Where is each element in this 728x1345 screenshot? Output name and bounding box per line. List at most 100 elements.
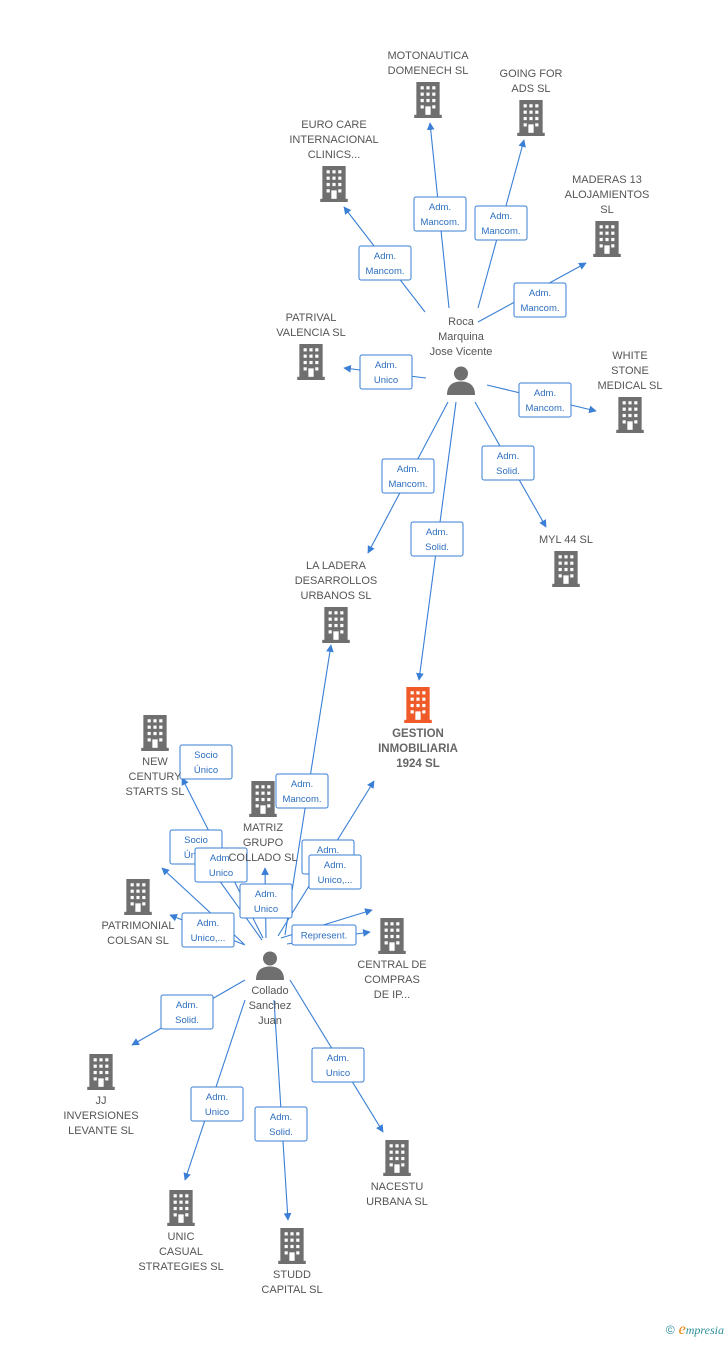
node-label: STRATEGIES SL bbox=[138, 1261, 223, 1273]
node-label: URBANOS SL bbox=[301, 590, 372, 602]
role-label-box bbox=[160, 994, 214, 1030]
building-icon bbox=[87, 1054, 115, 1090]
building-icon bbox=[593, 221, 621, 257]
node-label: DESARROLLOS bbox=[295, 575, 378, 587]
role-label-roca-motonautica[interactable]: Adm.Mancom. bbox=[413, 196, 467, 232]
role-label-text: Solid. bbox=[269, 1127, 293, 1138]
role-label-roca-ladera[interactable]: Adm.Mancom. bbox=[381, 458, 435, 494]
role-label-collado-jj[interactable]: Adm.Solid. bbox=[160, 994, 214, 1030]
node-label: ALOJAMIENTOS bbox=[565, 189, 650, 201]
role-label-text: Adm. bbox=[327, 1053, 349, 1064]
brand-name: mpresia bbox=[685, 1323, 724, 1337]
role-label-collado-newcentury[interactable]: Adm. Unico bbox=[194, 847, 248, 883]
node-label: MEDICAL SL bbox=[597, 380, 662, 392]
role-label-box bbox=[410, 521, 464, 557]
role-label-text: Adm. bbox=[490, 211, 512, 222]
node-label: CENTURY bbox=[129, 771, 183, 783]
footer-brand[interactable]: ©empresia bbox=[666, 1321, 724, 1339]
role-label-collado-colsan[interactable]: Adm.Unico,... bbox=[181, 912, 235, 948]
role-label-collado-studd[interactable]: Adm.Solid. bbox=[254, 1106, 308, 1142]
node-label: ADS SL bbox=[511, 83, 550, 95]
node-label: DOMENECH SL bbox=[388, 65, 469, 77]
role-label-text: Solid. bbox=[175, 1015, 199, 1026]
role-label-text: Unico bbox=[205, 1107, 229, 1118]
node-label: PATRIMONIAL bbox=[102, 920, 175, 932]
node-ladera[interactable]: LA LADERA DESARROLLOS URBANOS SL bbox=[295, 560, 378, 643]
building-icon bbox=[414, 82, 442, 118]
building-icon bbox=[124, 879, 152, 915]
role-label-box bbox=[381, 458, 435, 494]
node-label: MADERAS 13 bbox=[572, 174, 642, 186]
node-label: STUDD bbox=[273, 1269, 311, 1281]
role-label-collado-ladera[interactable]: Adm.Mancom. bbox=[275, 773, 329, 809]
role-label-text: Adm. bbox=[317, 845, 339, 856]
role-label-collado-unic[interactable]: Adm.Unico bbox=[190, 1086, 244, 1122]
node-label: MYL 44 SL bbox=[539, 534, 593, 546]
role-label-box bbox=[513, 282, 567, 318]
node-eurocare[interactable]: EURO CAREINTERNACIONALCLINICS... bbox=[289, 119, 379, 202]
role-label-roca-goingfor[interactable]: Adm.Mancom. bbox=[474, 205, 528, 241]
node-label: STONE bbox=[611, 365, 649, 377]
node-label: LA LADERA bbox=[306, 560, 367, 572]
node-label: COMPRAS bbox=[364, 974, 420, 986]
role-label-text: Adm. bbox=[426, 527, 448, 538]
role-label-text: Adm. bbox=[255, 889, 277, 900]
node-label: CAPITAL SL bbox=[261, 1284, 322, 1296]
role-label-text: Adm. bbox=[210, 853, 232, 864]
role-label-box bbox=[181, 912, 235, 948]
brand-initial: e bbox=[678, 1321, 686, 1338]
node-label: Jose Vicente bbox=[430, 346, 493, 358]
role-label-box bbox=[190, 1086, 244, 1122]
role-label-text: Mancom. bbox=[282, 794, 321, 805]
role-label-collado-central[interactable]: Adm.Unico,... bbox=[308, 854, 362, 890]
node-label: Collado bbox=[251, 985, 288, 997]
role-label-text: Adm. bbox=[374, 251, 396, 262]
node-label: CENTRAL DE bbox=[357, 959, 426, 971]
role-label-roca-patrival[interactable]: Adm.Unico bbox=[359, 354, 413, 390]
role-label-text: Unico,... bbox=[318, 875, 353, 886]
node-label: PATRIVAL bbox=[286, 312, 337, 324]
role-label-box bbox=[179, 744, 233, 780]
building-icon bbox=[297, 344, 325, 380]
role-label-text: Unico bbox=[209, 868, 233, 879]
role-label-roca-gestion[interactable]: Adm.Solid. bbox=[410, 521, 464, 557]
role-label-collado-nacestu[interactable]: Adm.Unico bbox=[311, 1047, 365, 1083]
role-label-box bbox=[358, 245, 412, 281]
role-label-text: Adm. bbox=[197, 918, 219, 929]
building-icon bbox=[320, 166, 348, 202]
node-label: COLSAN SL bbox=[107, 935, 169, 947]
node-label: 1924 SL bbox=[396, 758, 439, 770]
role-label-collado-matriz[interactable]: Adm.Unico bbox=[239, 883, 293, 919]
node-studd[interactable]: STUDD CAPITAL SL bbox=[261, 1228, 323, 1296]
role-label-roca-maderas[interactable]: Adm.Mancom. bbox=[513, 282, 567, 318]
building-icon bbox=[383, 1140, 411, 1176]
role-label-text: Adm. bbox=[534, 388, 556, 399]
role-label-roca-whitestone[interactable]: Adm.Mancom. bbox=[518, 382, 572, 418]
role-label-text: Solid. bbox=[496, 466, 520, 477]
role-labels-layer: Adm.Mancom.Adm.Mancom.Adm.Mancom.Adm.Man… bbox=[160, 196, 572, 1142]
role-label-collado-central[interactable]: Represent. bbox=[291, 924, 357, 946]
role-label-text: Mancom. bbox=[365, 266, 404, 277]
building-icon bbox=[322, 607, 350, 643]
node-colsan[interactable]: PATRIMONIAL COLSAN SL bbox=[102, 879, 175, 947]
role-label-roca-myl44[interactable]: Adm.Solid. bbox=[481, 445, 535, 481]
role-label-roca-eurocare[interactable]: Adm. Mancom. bbox=[358, 245, 412, 281]
node-myl44[interactable]: MYL 44 SL bbox=[539, 534, 593, 587]
node-label: GESTION bbox=[392, 728, 444, 740]
